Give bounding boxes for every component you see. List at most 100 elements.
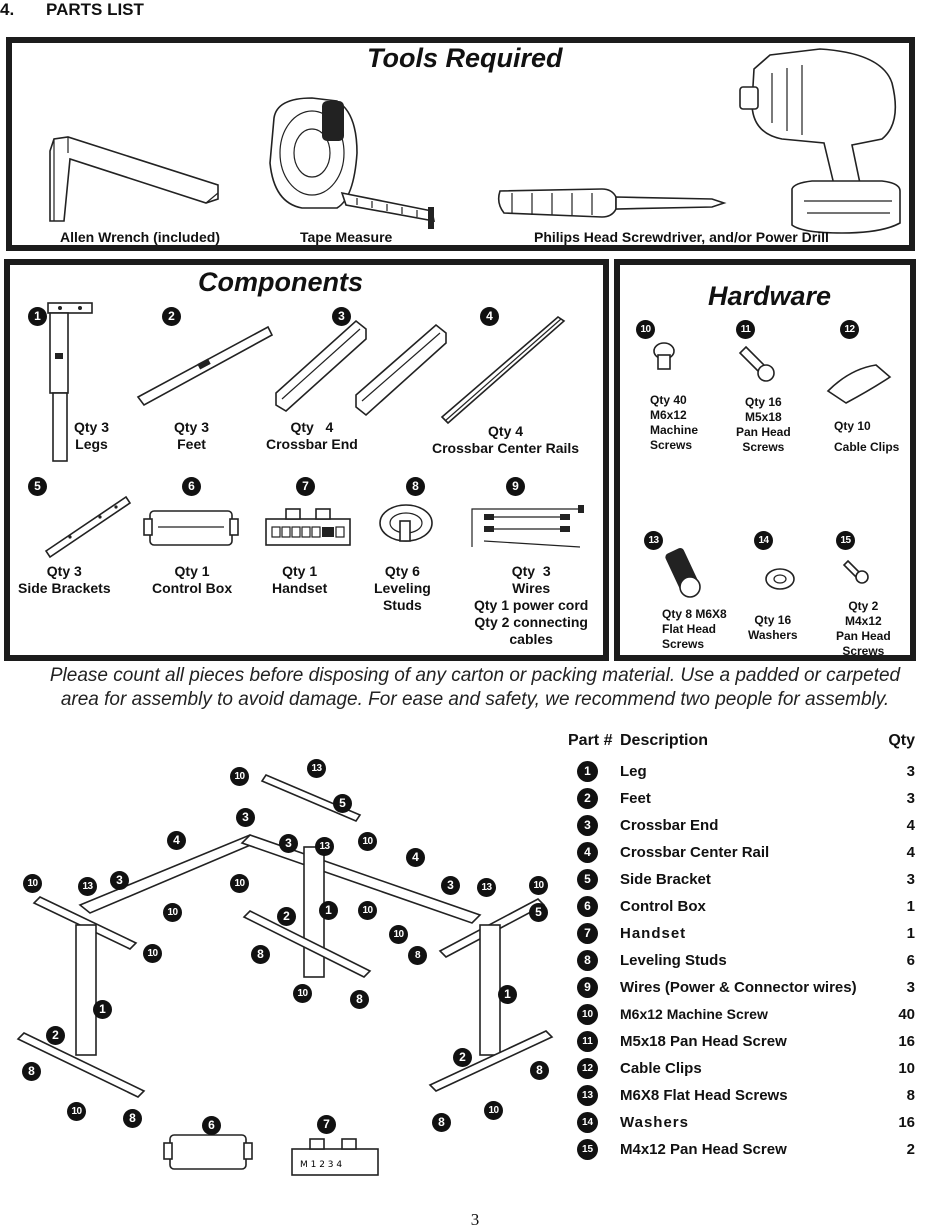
hardware-label-pan-head-screws: Qty 16 M5x18 Pan Head Screws bbox=[736, 395, 791, 454]
component-badge-4: 4 bbox=[480, 307, 499, 326]
hardware-label-small-screws: Qty 2 M4x12 Pan Head Screws bbox=[836, 599, 891, 658]
pan-head-screw-icon bbox=[738, 345, 775, 382]
control-box-icon bbox=[143, 510, 239, 546]
hardware-badge-10: 10 bbox=[636, 320, 655, 339]
cable-clip-icon bbox=[826, 364, 892, 404]
power-drill-icon bbox=[739, 48, 901, 234]
callout-13: 13 bbox=[307, 759, 326, 778]
tool-label-tape-measure: Tape Measure bbox=[300, 229, 393, 245]
callout-8: 8 bbox=[530, 1061, 549, 1080]
handset-icon bbox=[265, 508, 351, 546]
tools-illustrations bbox=[49, 48, 901, 234]
section-heading: 4. PARTS LIST bbox=[0, 0, 144, 20]
callout-8: 8 bbox=[350, 990, 369, 1009]
component-label-leveling-studs: Qty 6 Leveling Studs bbox=[374, 563, 431, 613]
callout-10: 10 bbox=[143, 944, 162, 963]
foot-icon bbox=[136, 325, 274, 407]
callout-2: 2 bbox=[453, 1048, 472, 1067]
diagram-handset: M 1 2 3 4 bbox=[291, 1138, 379, 1176]
component-badge-7: 7 bbox=[296, 477, 315, 496]
components-box: Components bbox=[4, 259, 609, 661]
callout-8: 8 bbox=[22, 1062, 41, 1081]
tools-required-box: Tools Required bbox=[6, 37, 915, 251]
callout-10: 8 bbox=[408, 946, 427, 965]
callout-10: 10 bbox=[484, 1101, 503, 1120]
callout-10: 10 bbox=[163, 903, 182, 922]
callout-4: 4 bbox=[406, 848, 425, 867]
leg-icon bbox=[47, 302, 93, 462]
component-label-control-box: Qty 1 Control Box bbox=[152, 563, 233, 596]
callout-8: 8 bbox=[123, 1109, 142, 1128]
callout-7: 7 bbox=[317, 1115, 336, 1134]
svg-text:M 1 2 3 4: M 1 2 3 4 bbox=[300, 1160, 342, 1170]
side-bracket-icon bbox=[44, 495, 132, 559]
tape-measure-icon bbox=[269, 97, 436, 229]
section-title: PARTS LIST bbox=[46, 0, 144, 19]
callout-10: 10 bbox=[389, 925, 408, 944]
callout-8: 8 bbox=[251, 945, 270, 964]
page-number: 3 bbox=[470, 1210, 480, 1229]
callout-1: 1 bbox=[498, 985, 517, 1004]
callout-10: 10 bbox=[23, 874, 42, 893]
hardware-badge-13: 13 bbox=[644, 531, 663, 550]
component-label-legs: Qty 3 Legs bbox=[74, 419, 110, 452]
tool-label-allen-wrench: Allen Wrench (included) bbox=[60, 229, 220, 245]
component-badge-6: 6 bbox=[182, 477, 201, 496]
hardware-label-flat-head-screws: Qty 8 M6X8 Flat Head Screws bbox=[662, 607, 727, 651]
component-label-feet: Qty 3 Feet bbox=[174, 419, 210, 452]
callout-13: 13 bbox=[315, 837, 334, 856]
hardware-box: Hardware 10 11 12 13 14 15 Qty 40 bbox=[614, 259, 916, 661]
diagram-control-box bbox=[163, 1134, 253, 1170]
component-badge-3: 3 bbox=[332, 307, 351, 326]
component-label-wires: Qty 3 Wires Qty 1 power cord Qty 2 conne… bbox=[474, 563, 589, 647]
component-label-crossbar-end: Qty 4 Crossbar End bbox=[266, 419, 358, 452]
callout-10: 10 bbox=[358, 832, 377, 851]
callout-3: 3 bbox=[110, 871, 129, 890]
callout-13: 13 bbox=[477, 878, 496, 897]
component-badge-9: 9 bbox=[506, 477, 525, 496]
hardware-badge-15: 15 bbox=[836, 531, 855, 550]
header-part-number: Part # bbox=[568, 732, 613, 749]
flat-head-screw-icon bbox=[665, 548, 701, 598]
callout-10: 10 bbox=[67, 1102, 86, 1121]
callout-5: 5 bbox=[529, 903, 548, 922]
wires-icon bbox=[471, 505, 584, 548]
hardware-title: Hardware bbox=[708, 281, 832, 311]
callout-2: 2 bbox=[46, 1026, 65, 1045]
component-badge-8: 8 bbox=[406, 477, 425, 496]
hardware-illustrations bbox=[653, 342, 892, 598]
callout-4: 4 bbox=[167, 831, 186, 850]
callout-10: 10 bbox=[230, 874, 249, 893]
center-rail-icon bbox=[440, 315, 566, 425]
component-label-handset: Qty 1 Handset bbox=[272, 563, 328, 596]
header-description: Description bbox=[620, 732, 709, 749]
component-label-side-brackets: Qty 3 Side Brackets bbox=[18, 563, 111, 596]
section-number: 4. bbox=[0, 0, 15, 19]
assembly-notice: Please count all pieces before disposing… bbox=[49, 665, 901, 710]
callout-5: 5 bbox=[333, 794, 352, 813]
exploded-assembly-diagram: M 1 2 3 4 bbox=[16, 774, 554, 1176]
callout-10: 10 bbox=[358, 901, 377, 920]
tool-label-screwdriver-drill: Philips Head Screwdriver, and/or Power D… bbox=[534, 229, 829, 245]
component-badge-1: 1 bbox=[28, 307, 47, 326]
component-illustrations bbox=[44, 302, 584, 559]
callout-1: 1 bbox=[319, 901, 338, 920]
component-label-center-rails: Qty 4 Crossbar Center Rails bbox=[432, 423, 580, 456]
callout-10: 10 bbox=[230, 767, 249, 786]
machine-screw-icon bbox=[653, 342, 675, 370]
tools-title: Tools Required bbox=[367, 43, 563, 73]
callout-6: 6 bbox=[202, 1116, 221, 1135]
callout-3: 3 bbox=[236, 808, 255, 827]
small-screw-icon bbox=[842, 559, 869, 584]
callout-8: 8 bbox=[432, 1113, 451, 1132]
